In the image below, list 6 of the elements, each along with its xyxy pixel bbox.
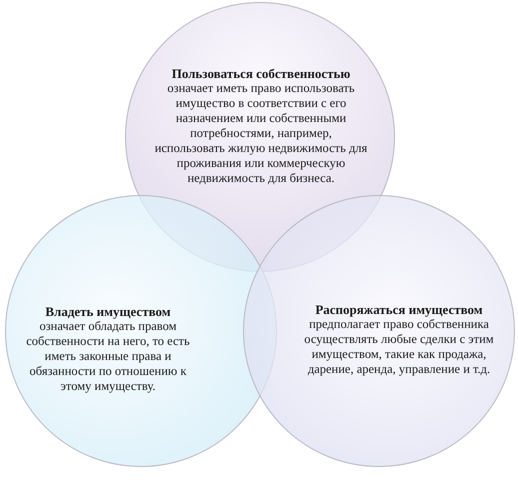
circle-heading: Пользоваться собственностью	[170, 66, 352, 81]
circle-heading: Распоряжаться имуществом	[314, 302, 484, 317]
circle-heading: Владеть имуществом	[44, 304, 172, 319]
circle-description: означает обладать правом собственности на него, то есть иметь законные права и обязанности по отношению к этому имуществу.	[25, 319, 191, 394]
circle-description: предполагает право собственника осуществлять любые сделки с этим имуществом, такие как продажа, дарение, аренда, управление и т.д.	[303, 317, 495, 377]
circle-description: означает иметь право использовать имущество в соответствии с его назначением или собственными потребностями, например, использовать жилую недвижимость для проживания или коммерческую недвижимость для бизнеса.	[154, 81, 368, 186]
